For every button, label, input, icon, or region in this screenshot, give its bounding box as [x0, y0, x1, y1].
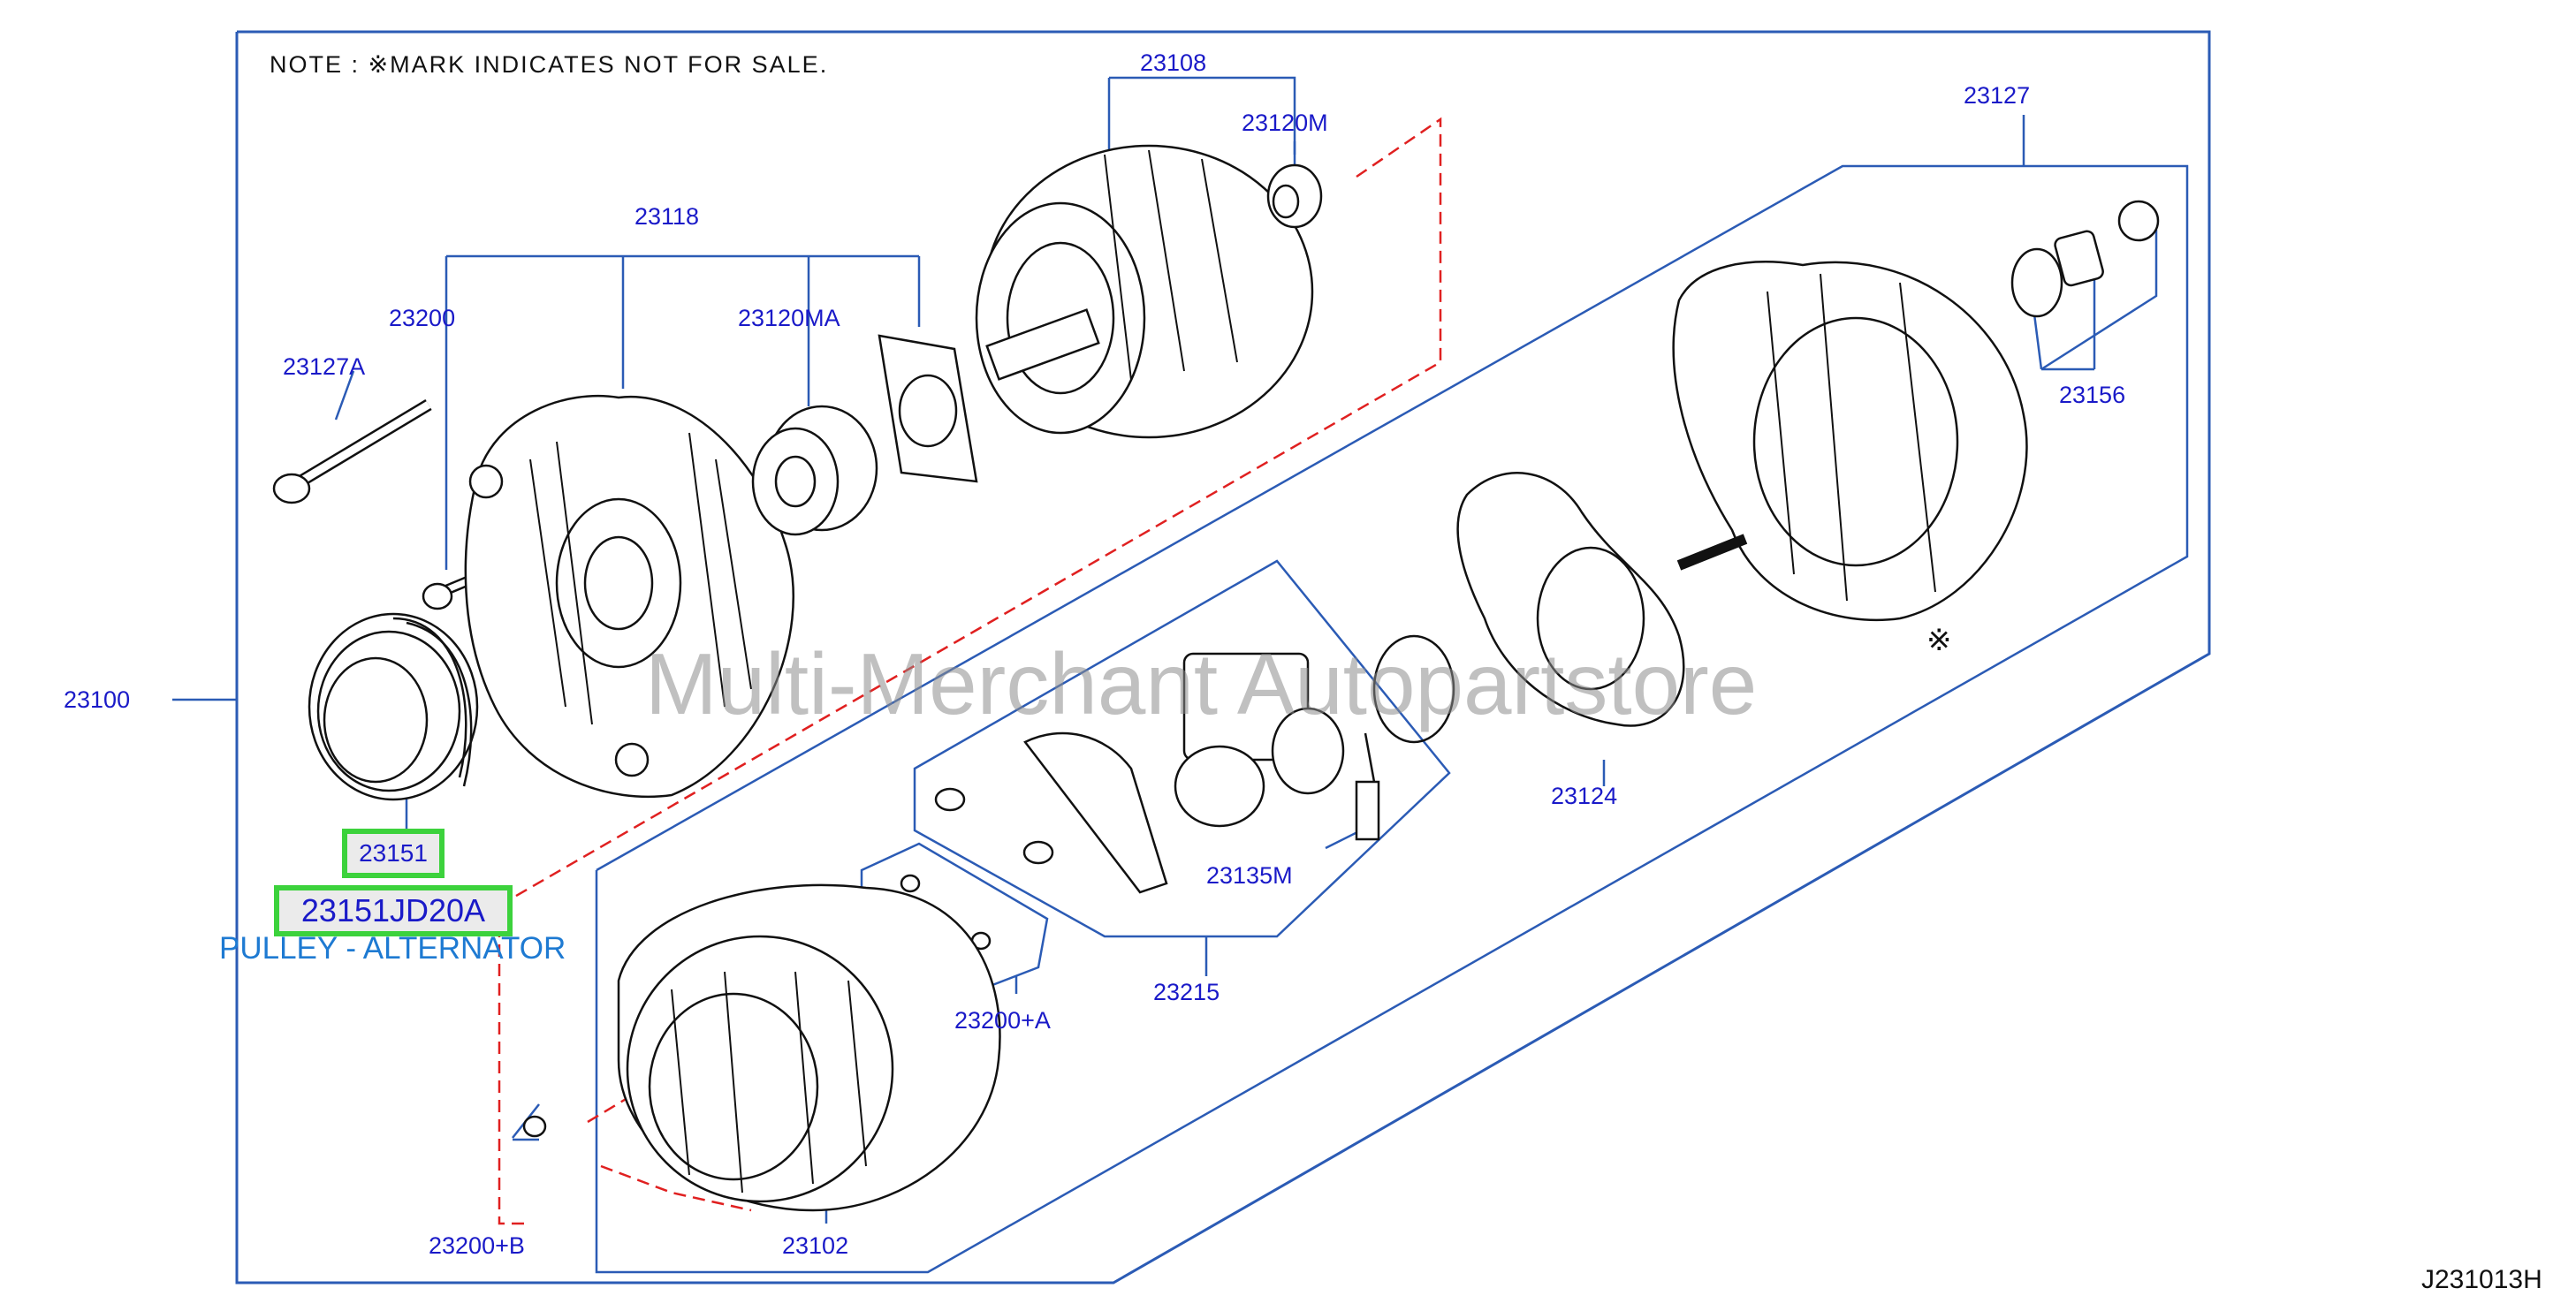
label-23124[interactable]: 23124: [1551, 783, 1618, 809]
highlight-oem-code[interactable]: 23151JD20A: [274, 885, 513, 936]
brush-shape: [1355, 732, 1380, 841]
rear-housing-shape: [1672, 261, 2028, 622]
label-23100[interactable]: 23100: [64, 686, 131, 713]
slip-ring-shape: [1266, 163, 1323, 229]
terminal-shape: [2010, 200, 2160, 318]
label-23156[interactable]: 23156: [2059, 382, 2126, 408]
front-housing-shape: [464, 394, 794, 799]
rear-assembly-frame: [595, 164, 2189, 1274]
ring-shape: [1372, 634, 1455, 744]
screw-shapes: [522, 787, 1054, 1138]
pulley-shape: [308, 612, 479, 801]
label-23102[interactable]: 23102: [782, 1232, 849, 1259]
label-23120m[interactable]: 23120M: [1242, 110, 1328, 136]
label-23200a[interactable]: 23200+A: [954, 1007, 1051, 1034]
bearing-shape: [751, 405, 878, 536]
not-for-sale-mark: ※: [1926, 624, 1952, 657]
regulator-shape: [1023, 652, 1345, 894]
label-23135m[interactable]: 23135M: [1206, 862, 1293, 889]
retainer-plate-shape: [878, 334, 978, 483]
rectifier-shape: [1456, 472, 1748, 727]
label-23127[interactable]: 23127: [1964, 82, 2031, 109]
part-description: PULLEY - ALTERNATOR: [219, 931, 566, 966]
diagram-code: J231013H: [2421, 1265, 2542, 1294]
highlight-part-number[interactable]: 23151: [342, 829, 445, 878]
stator-shape: [617, 883, 1001, 1212]
label-23108[interactable]: 23108: [1140, 49, 1207, 76]
rotor-shape: [975, 144, 1314, 439]
label-23215[interactable]: 23215: [1153, 979, 1220, 1005]
label-23200b[interactable]: 23200+B: [429, 1232, 525, 1259]
regulator-frame: [913, 559, 1451, 938]
outer-frame: [235, 30, 2211, 1284]
bolt-23127a-shape: [272, 398, 432, 504]
note-text: NOTE : ※MARK INDICATES NOT FOR SALE.: [270, 51, 829, 78]
label-23127a[interactable]: 23127A: [283, 353, 366, 380]
label-23200[interactable]: 23200: [389, 305, 456, 331]
label-23118[interactable]: 23118: [635, 203, 700, 230]
label-23120ma[interactable]: 23120MA: [738, 305, 840, 331]
watermark: Multi-Merchant Autopartstore: [645, 635, 1758, 732]
